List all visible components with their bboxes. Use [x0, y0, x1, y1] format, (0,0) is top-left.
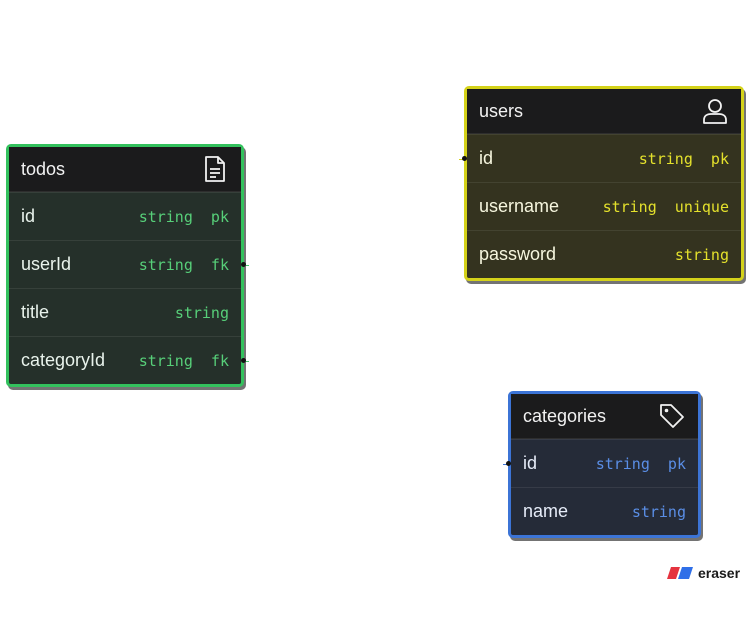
field-row-categoryid[interactable]: categoryId string fk: [9, 336, 249, 384]
field-type: string pk: [595, 454, 686, 473]
user-icon: [701, 97, 729, 125]
eraser-logo-mark: [667, 567, 693, 579]
field-type: string unique: [602, 197, 729, 216]
entity-categories[interactable]: categories id string pk name string: [503, 391, 701, 538]
field-type: string pk: [638, 149, 729, 168]
relation-port[interactable]: [241, 358, 246, 363]
field-type: string fk: [138, 351, 229, 370]
entity-title: todos: [21, 158, 66, 179]
field-row-title[interactable]: title string: [9, 288, 241, 336]
field-row-username[interactable]: username string unique: [467, 182, 741, 230]
field-row-password[interactable]: password string: [467, 230, 741, 278]
field-name: password: [479, 244, 557, 264]
field-type: string fk: [138, 255, 229, 274]
field-row-id[interactable]: id string pk: [9, 192, 241, 240]
field-type: string: [631, 502, 686, 521]
field-name: name: [523, 501, 569, 521]
field-name: id: [21, 206, 36, 226]
entity-users[interactable]: users id string pk username string uniqu…: [459, 86, 744, 281]
entity-todos[interactable]: todos id string pk userId string fk t: [6, 144, 249, 387]
field-name: userId: [21, 254, 72, 274]
field-name: title: [21, 302, 50, 322]
entity-title: users: [479, 100, 524, 121]
field-row-name[interactable]: name string: [511, 487, 698, 535]
entity-header-todos[interactable]: todos: [9, 147, 241, 192]
field-name: categoryId: [21, 350, 106, 370]
field-name: id: [479, 148, 494, 168]
field-name: id: [523, 453, 538, 473]
document-icon: [201, 155, 229, 183]
relation-port[interactable]: [241, 262, 246, 267]
field-type: string: [674, 245, 729, 264]
field-type: string: [174, 303, 229, 322]
entity-title: categories: [523, 405, 607, 426]
entity-header-categories[interactable]: categories: [511, 394, 698, 439]
eraser-logo[interactable]: eraser: [667, 565, 740, 581]
field-type: string pk: [138, 207, 229, 226]
tag-icon: [658, 402, 686, 430]
relation-port[interactable]: [506, 461, 511, 466]
eraser-logo-text: eraser: [698, 565, 741, 581]
field-row-id[interactable]: id string pk: [503, 439, 698, 487]
field-row-id[interactable]: id string pk: [459, 134, 741, 182]
field-name: username: [479, 196, 560, 216]
relation-port[interactable]: [462, 156, 467, 161]
entity-header-users[interactable]: users: [467, 89, 741, 134]
field-row-userid[interactable]: userId string fk: [9, 240, 249, 288]
